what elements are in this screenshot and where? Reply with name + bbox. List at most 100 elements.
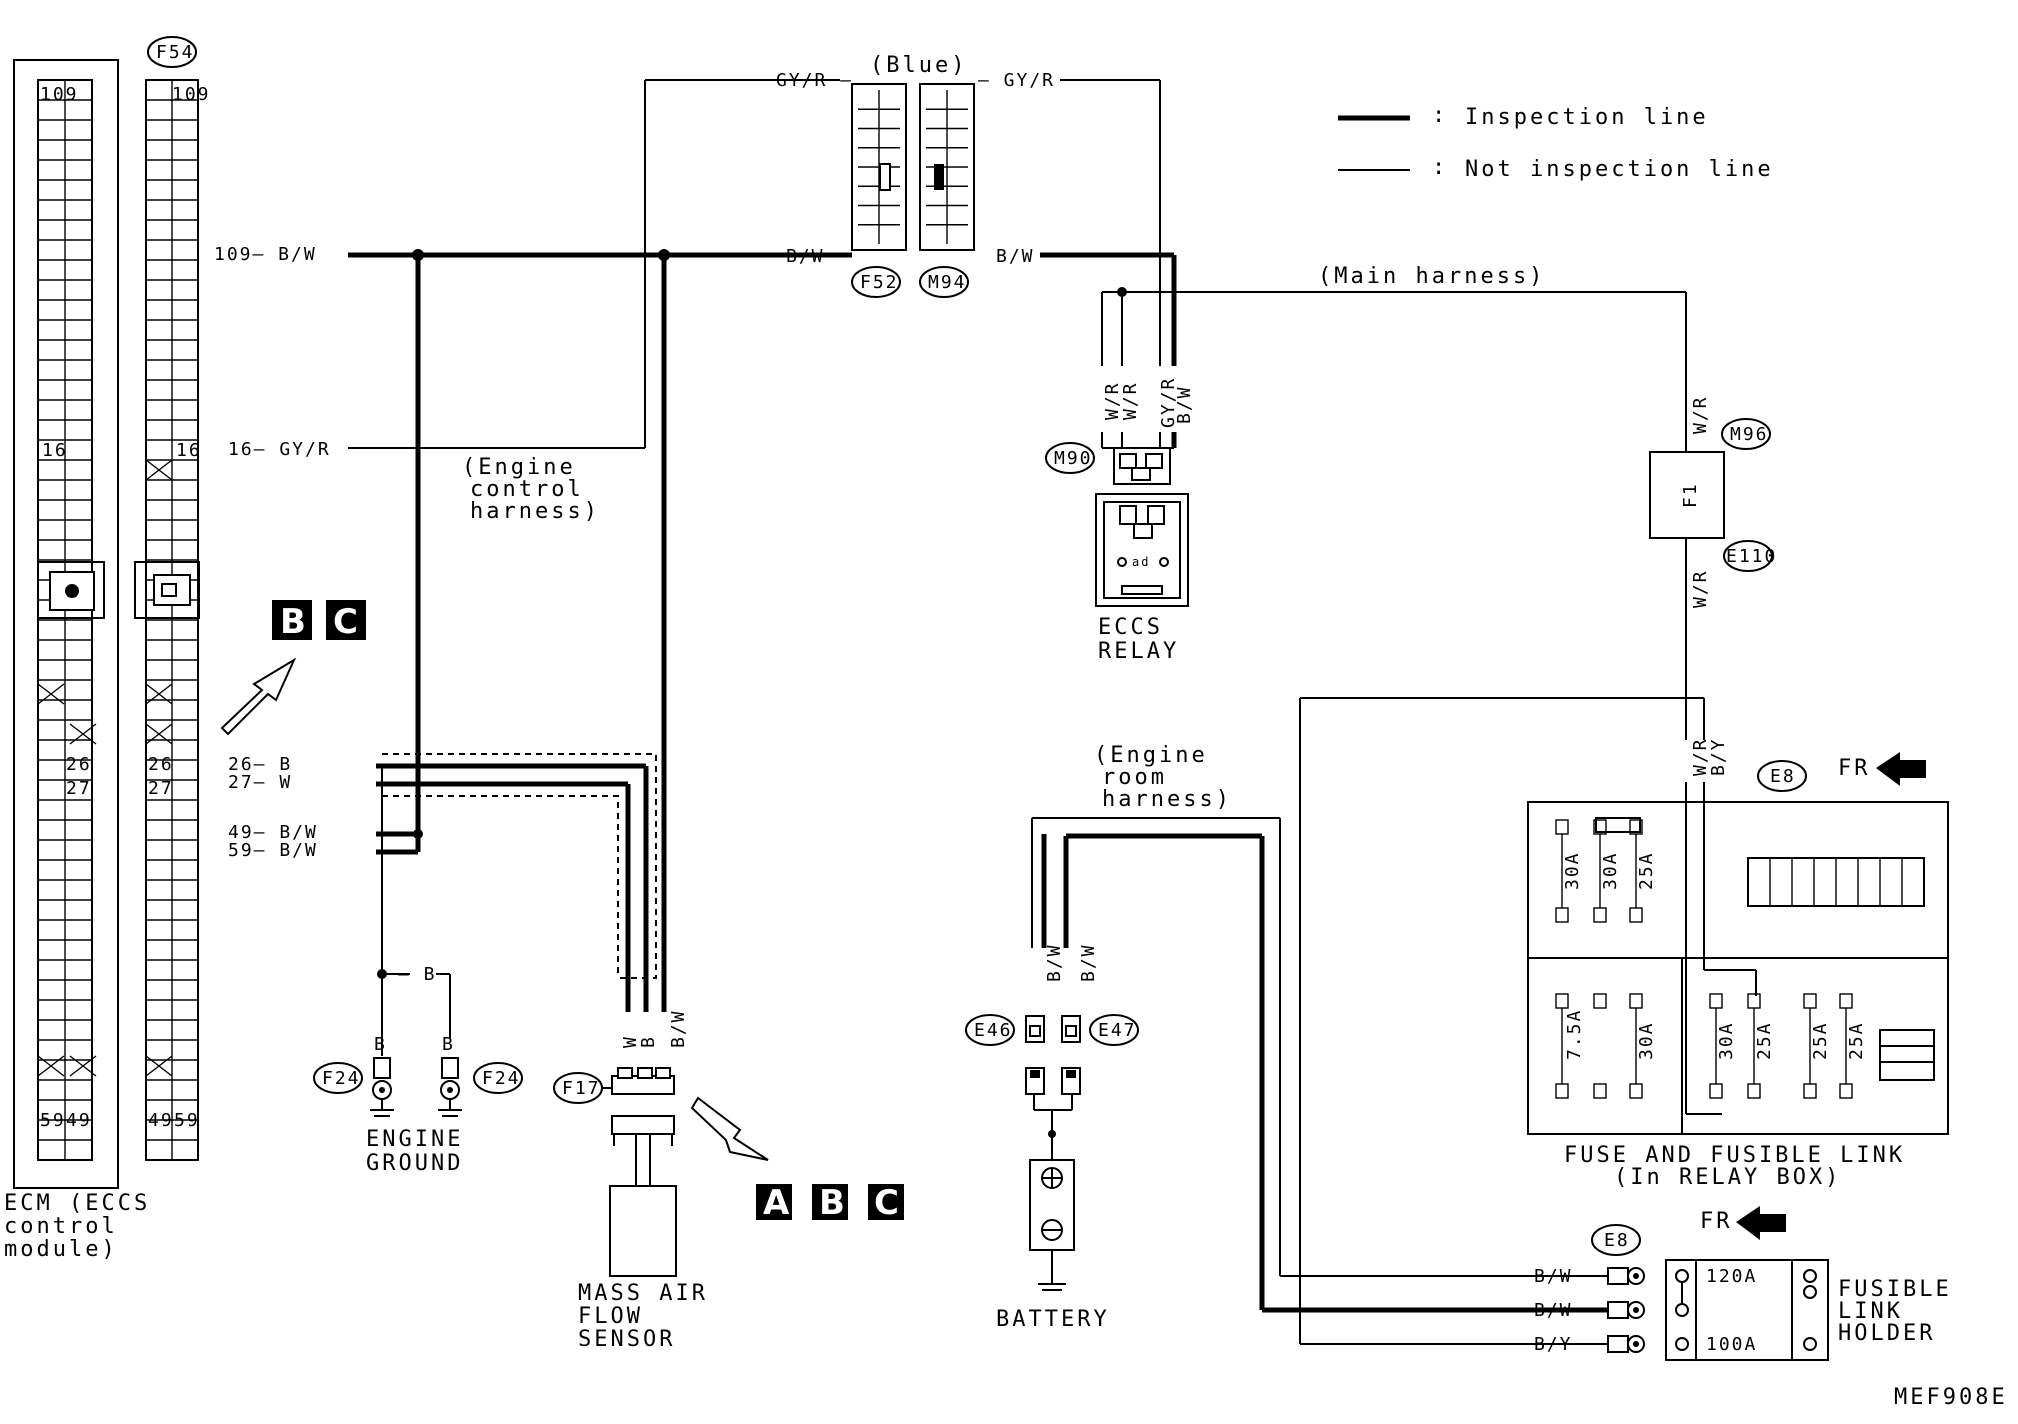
e8-wire-wr: W/R (1690, 737, 1711, 776)
fusible-link-holder-label-2: LINK (1838, 1299, 1903, 1324)
eccs-relay-label-1: ECCS (1098, 615, 1163, 640)
fusible-link-holder-label-1: FUSIBLE (1838, 1277, 1952, 1302)
left-wiring (348, 79, 852, 1056)
legend-not-inspection-line: Not inspection line (1465, 157, 1774, 182)
svg-text:B: B (442, 1034, 455, 1055)
fuse-top-3: 25A (1636, 851, 1657, 890)
fusible-link-terminals (1607, 1267, 1645, 1353)
fuse-bl-2: 30A (1636, 1021, 1657, 1060)
eccs-relay: ad (1095, 447, 1189, 607)
fl-wire-bw1: B/W (1534, 1266, 1573, 1287)
m90-wire-wr2: W/R (1120, 381, 1141, 420)
fuse-top-1: 30A (1562, 851, 1583, 890)
pin-59-right: 59 (174, 1110, 200, 1131)
fuse-br-1: 25A (1810, 1021, 1831, 1060)
legend-inspection-line: Inspection line (1465, 105, 1709, 130)
engine-control-harness-1: (Engine (462, 455, 576, 480)
m90-wire-bw: B/W (1174, 385, 1195, 424)
legend-sep-1: : (1432, 103, 1448, 128)
connector-f52-body (851, 83, 907, 251)
connector-m94: M94 (928, 272, 967, 293)
label-blue: (Blue) (870, 53, 967, 78)
fr-arrow-top-icon (1876, 752, 1926, 786)
engine-control-harness-2: control (470, 477, 584, 502)
pin-109-right: 109 (172, 84, 211, 105)
pin-27-right: 27 (148, 778, 174, 799)
pin-49-right: 49 (148, 1110, 174, 1131)
eccs-relay-label-2: RELAY (1098, 639, 1179, 664)
fl-wire-bw2: B/W (1534, 1300, 1573, 1321)
e110-wire-wr: W/R (1690, 569, 1711, 608)
fuse-relay-box (1527, 801, 1949, 1135)
svg-text:B: B (374, 1034, 387, 1055)
ecm-label-3: module) (4, 1237, 118, 1262)
m90-wire-gyr: GY/R (1158, 377, 1179, 428)
fuse-f1 (1649, 451, 1725, 539)
fr-arrow-bottom-icon (1736, 1206, 1786, 1240)
pin-27-left: 27 (66, 778, 92, 799)
connector-e110: E110 (1726, 546, 1777, 567)
fr-label-top: FR (1838, 756, 1871, 781)
connector-f52: F52 (860, 272, 899, 293)
wire-26-b: 26— B (228, 754, 292, 775)
ground-wire-b: — B (398, 964, 437, 985)
wire-109-bw: 109— B/W (214, 244, 317, 265)
maf-wire-b: B (638, 1035, 659, 1048)
m90-wire-wr1: W/R (1102, 381, 1123, 420)
connector-m94-body (919, 83, 975, 251)
fuse-bm-1: 30A (1716, 1021, 1737, 1060)
legend-sep-2: : (1432, 155, 1448, 180)
legend: : Inspection line : Not inspection line (1338, 103, 1774, 182)
connector-f54: F54 (156, 42, 195, 63)
engine-room-harness-2: room (1102, 765, 1167, 790)
fuse-top-2: 30A (1600, 851, 1621, 890)
connector-f54-bubble (147, 36, 197, 68)
connector-f24-right: F24 (482, 1068, 521, 1089)
engine-control-harness-3: harness) (470, 499, 600, 524)
battery-connectors (1025, 1015, 1081, 1160)
maf-wire-bw: B/W (668, 1009, 689, 1048)
fuse-f1-label: F1 (1680, 482, 1701, 508)
fusible-link-120a: 120A (1706, 1266, 1757, 1287)
svg-text:C: C (874, 1183, 899, 1223)
connector-f17: F17 (562, 1078, 601, 1099)
badge-b-top: B (272, 600, 312, 642)
ecm-label-2: control (4, 1214, 118, 1239)
maf-sensor (600, 1067, 677, 1277)
e47-wire-bw: B/W (1078, 943, 1099, 982)
wire-bw-m94: B/W (996, 246, 1035, 267)
battery-icon (1029, 1159, 1075, 1291)
pin-16-left: 16 (42, 440, 68, 461)
fuse-bl-1: 7.5A (1564, 1009, 1585, 1060)
connector-e8-top: E8 (1770, 766, 1796, 787)
wire-59-bw: 59— B/W (228, 840, 318, 861)
badge-c: C (868, 1183, 904, 1223)
fusible-link-holder-label-3: HOLDER (1838, 1321, 1935, 1346)
engine-ground-label-2: GROUND (366, 1151, 463, 1176)
e8-wire-by: B/Y (1708, 737, 1729, 776)
connector-e47: E47 (1098, 1020, 1137, 1041)
pin-49-left: 49 (66, 1110, 92, 1131)
fr-label-bottom: FR (1700, 1209, 1733, 1234)
engine-room-harness-3: harness) (1102, 787, 1232, 812)
figure-code: MEF908E (1894, 1385, 2008, 1410)
m96-wire-wr: W/R (1690, 395, 1711, 434)
ecm-label-1: ECM (ECCS (4, 1191, 150, 1216)
pin-26-right: 26 (148, 754, 174, 775)
svg-text:C: C (333, 602, 358, 642)
wire-27-w: 27— W (228, 772, 292, 793)
wire-gyr-left: GY/R — (776, 70, 853, 91)
maf-label-2: FLOW (578, 1304, 643, 1329)
svg-text:ad: ad (1132, 555, 1150, 569)
connector-f24-left: F24 (322, 1068, 361, 1089)
fuse-box-label-2: (In RELAY BOX) (1614, 1165, 1841, 1190)
engine-room-harness-1: (Engine (1094, 743, 1208, 768)
wire-49-bw: 49— B/W (228, 822, 318, 843)
engine-ground-label-1: ENGINE (366, 1127, 463, 1152)
arrow-to-bc (220, 657, 297, 736)
fusible-link-holder (1665, 1259, 1829, 1361)
fusible-link-100a: 100A (1706, 1334, 1757, 1355)
connector-m96: M96 (1730, 424, 1769, 445)
arrow-to-abc (690, 1096, 769, 1161)
maf-label-3: SENSOR (578, 1327, 675, 1352)
